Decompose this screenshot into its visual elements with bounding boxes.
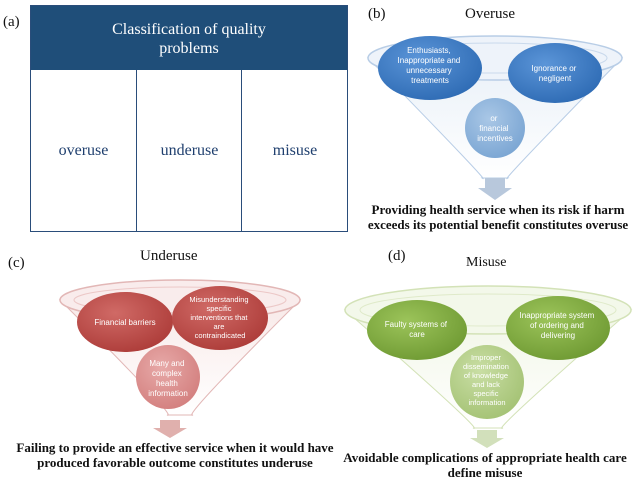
- overuse-circle-1-text: Enthusiasts, Inappropriate and unnecessa…: [398, 46, 463, 85]
- panel-label-c: (c): [8, 255, 25, 271]
- overuse-funnel-diagram: Enthusiasts, Inappropriate and unnecessa…: [366, 35, 624, 200]
- overuse-circle-2-text: Ignorance or negligent: [531, 64, 578, 83]
- misuse-caption: Avoidable complications of appropriate h…: [335, 450, 635, 480]
- misuse-funnel-diagram: Faulty systems of care Inappropriate sys…: [343, 285, 633, 448]
- underuse-circle-2-text: Misunderstanding specific interventions …: [189, 295, 250, 340]
- panel-label-a: (a): [3, 14, 20, 30]
- underuse-circle-1: [77, 292, 173, 352]
- overuse-circle-2: [508, 43, 602, 103]
- misuse-circle-1: [367, 300, 467, 360]
- panel-label-b: (b): [368, 6, 386, 22]
- misuse-circle-2: [506, 296, 610, 360]
- classification-title-line2: problems: [159, 40, 219, 57]
- underuse-title: Underuse: [140, 248, 198, 264]
- down-arrow-icon: [478, 178, 512, 200]
- misuse-caption-line2: define misuse: [447, 465, 523, 480]
- cell-overuse: overuse: [58, 142, 109, 159]
- underuse-circle-2: [172, 286, 268, 350]
- misuse-circle-3-text: Improper dissemination of knowledge and …: [463, 353, 511, 407]
- cell-misuse: misuse: [241, 70, 348, 231]
- underuse-caption-line2: produced favorable outcome constitutes u…: [37, 455, 313, 470]
- misuse-circle-1-text: Faulty systems of care: [385, 320, 449, 339]
- misuse-circle-2-text: Inappropriate system of ordering and del…: [520, 311, 597, 340]
- overuse-circle-3-text: or financial incentives: [477, 114, 513, 143]
- classification-header: Classification of quality problems: [31, 6, 347, 70]
- overuse-caption-line1: Providing health service when its risk i…: [371, 202, 625, 217]
- underuse-circle-3: [136, 345, 200, 409]
- cell-underuse: underuse: [136, 70, 242, 231]
- misuse-circle-3: [450, 345, 524, 419]
- classification-title-line1: Classification of quality: [112, 21, 266, 38]
- overuse-caption: Providing health service when its risk i…: [358, 202, 638, 232]
- misuse-caption-line1: Avoidable complications of appropriate h…: [343, 450, 627, 465]
- down-arrow-icon: [153, 420, 187, 438]
- underuse-circle-1-text: Financial barriers: [94, 318, 155, 327]
- funnel-rim-inner: [359, 293, 617, 327]
- underuse-circle-3-text: Many and complex health information: [148, 359, 188, 398]
- panel-label-d: (d): [388, 248, 406, 264]
- misuse-title: Misuse: [466, 255, 507, 270]
- underuse-caption-line1: Failing to provide an effective service …: [16, 440, 334, 455]
- overuse-title: Overuse: [465, 6, 515, 22]
- underuse-caption: Failing to provide an effective service …: [10, 440, 340, 470]
- underuse-funnel-diagram: Financial barriers Misunderstanding spec…: [58, 279, 302, 438]
- overuse-caption-line2: exceeds its potential benefit constitute…: [367, 217, 629, 232]
- overuse-circle-1: [378, 36, 482, 100]
- classification-table: Classification of quality problems overu…: [30, 5, 348, 232]
- down-arrow-icon: [470, 430, 504, 448]
- overuse-circle-3: [465, 98, 525, 158]
